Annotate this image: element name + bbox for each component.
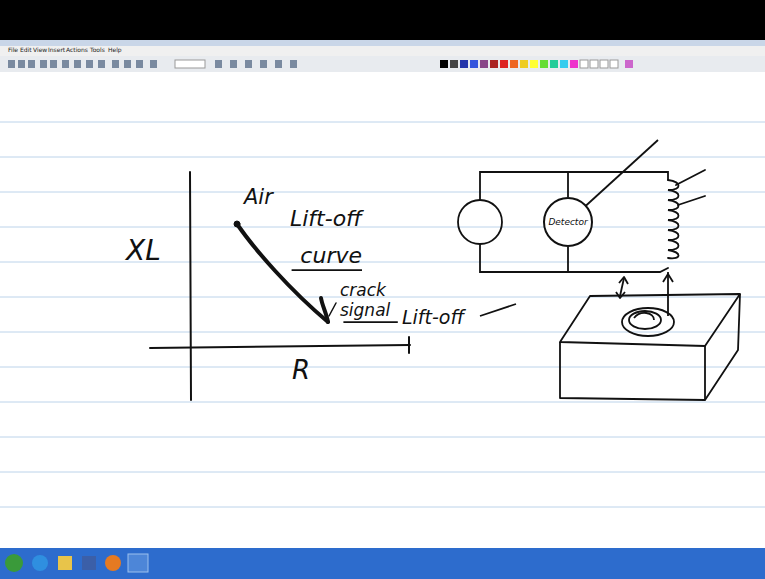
toolbar-icons bbox=[8, 60, 297, 68]
gap-label: Lift-off bbox=[402, 307, 464, 328]
underline bbox=[292, 269, 362, 271]
node-text: Detector bbox=[548, 217, 587, 227]
probe-coil bbox=[668, 180, 679, 258]
menu-item: View bbox=[33, 47, 47, 54]
title-bar bbox=[0, 40, 765, 46]
menu-item: Edit bbox=[20, 47, 32, 54]
note-page bbox=[0, 72, 765, 548]
taskbar bbox=[0, 548, 765, 579]
axis-label: R bbox=[292, 356, 310, 385]
menu-item: File bbox=[8, 47, 18, 54]
menu-item: Help bbox=[108, 47, 122, 54]
curve-label: Air bbox=[244, 186, 273, 209]
color-swatches bbox=[440, 60, 633, 68]
tool-bar bbox=[0, 56, 765, 72]
curve-label: Lift-off curve bbox=[262, 200, 362, 275]
underline bbox=[343, 321, 397, 323]
menu-item: Insert bbox=[48, 47, 65, 54]
menu-bar bbox=[0, 46, 765, 56]
lift-off-curve bbox=[234, 221, 336, 322]
menu-item: Actions bbox=[66, 47, 88, 54]
menu-item: Tools bbox=[90, 47, 105, 54]
black-band bbox=[0, 0, 765, 40]
taskbar-icons bbox=[5, 554, 148, 572]
ruled-lines bbox=[0, 122, 765, 507]
detector-circle: Detector bbox=[543, 197, 593, 247]
test-plate bbox=[480, 272, 740, 400]
curve-label: crack signal bbox=[340, 280, 410, 321]
eddy-current-circuit bbox=[458, 170, 705, 272]
impedance-axes bbox=[150, 172, 410, 400]
axis-label: XL bbox=[126, 236, 161, 267]
